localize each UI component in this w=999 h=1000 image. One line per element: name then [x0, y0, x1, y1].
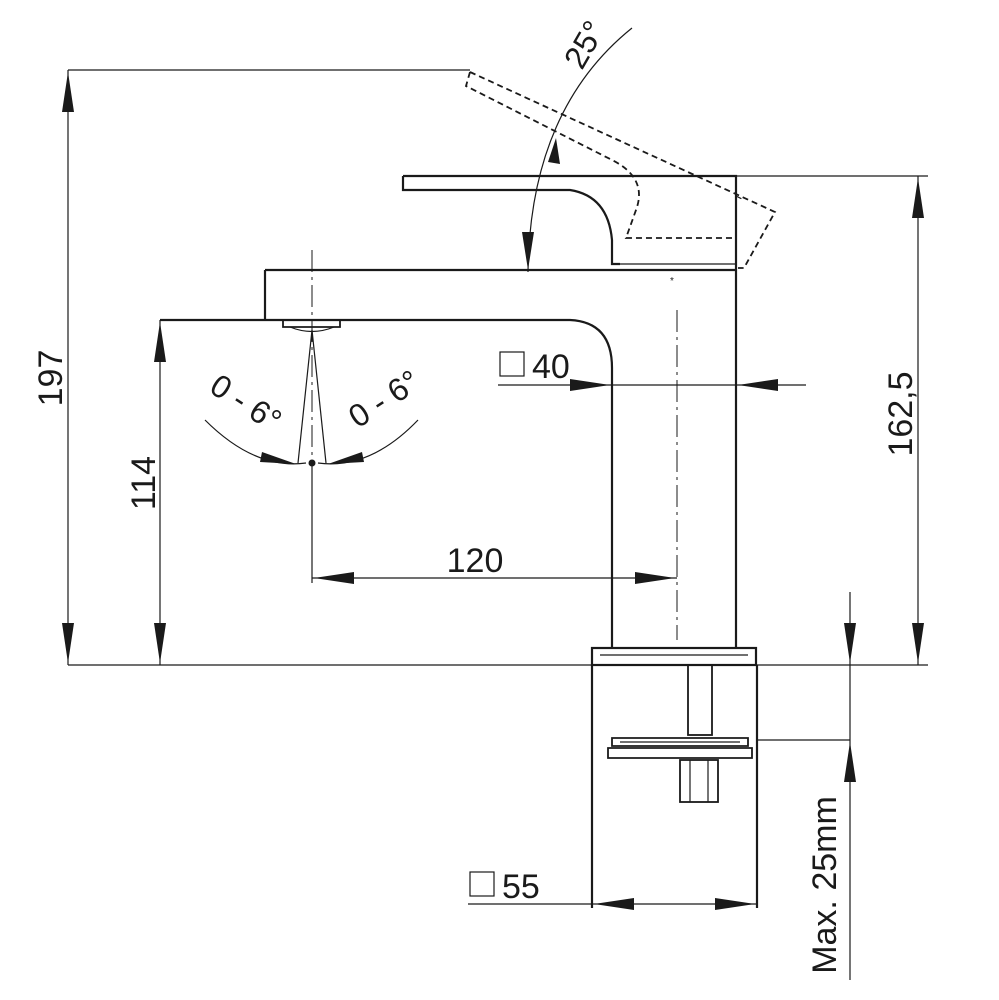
label-spout-reach: 120: [447, 542, 504, 580]
lever-handle-open-position: [464, 71, 777, 269]
label-body-height: 162,5: [882, 371, 920, 456]
label-base-width: 55: [502, 868, 540, 906]
dimension-spout-reach: 120: [311, 460, 677, 584]
svg-text:*: *: [670, 276, 674, 287]
mounting-hardware: [590, 664, 850, 908]
label-max-thickness: Max. 25mm: [806, 796, 844, 974]
dimension-body-width: 40: [498, 348, 806, 391]
dimension-max-thickness: Max. 25mm: [806, 592, 856, 980]
label-body-width: 40: [532, 348, 570, 386]
square-symbol: [499, 351, 525, 377]
dimension-overall-height: 197: [32, 69, 470, 665]
dimension-spout-height: 114: [125, 320, 166, 665]
dimension-spout-tilt: 0 - 6° 0 - 6°: [204, 329, 426, 467]
label-lever-angle: 25°: [557, 15, 612, 75]
label-tilt-left: 0 - 6°: [204, 367, 288, 439]
dimension-base-width: 55: [468, 868, 757, 910]
dimension-body-height: 162,5: [736, 175, 928, 665]
dimension-lever-angle: 25°: [522, 15, 633, 273]
label-overall-height: 197: [32, 350, 70, 407]
label-spout-height: 114: [125, 456, 163, 510]
square-symbol: [469, 871, 495, 897]
faucet-body: [160, 268, 758, 667]
